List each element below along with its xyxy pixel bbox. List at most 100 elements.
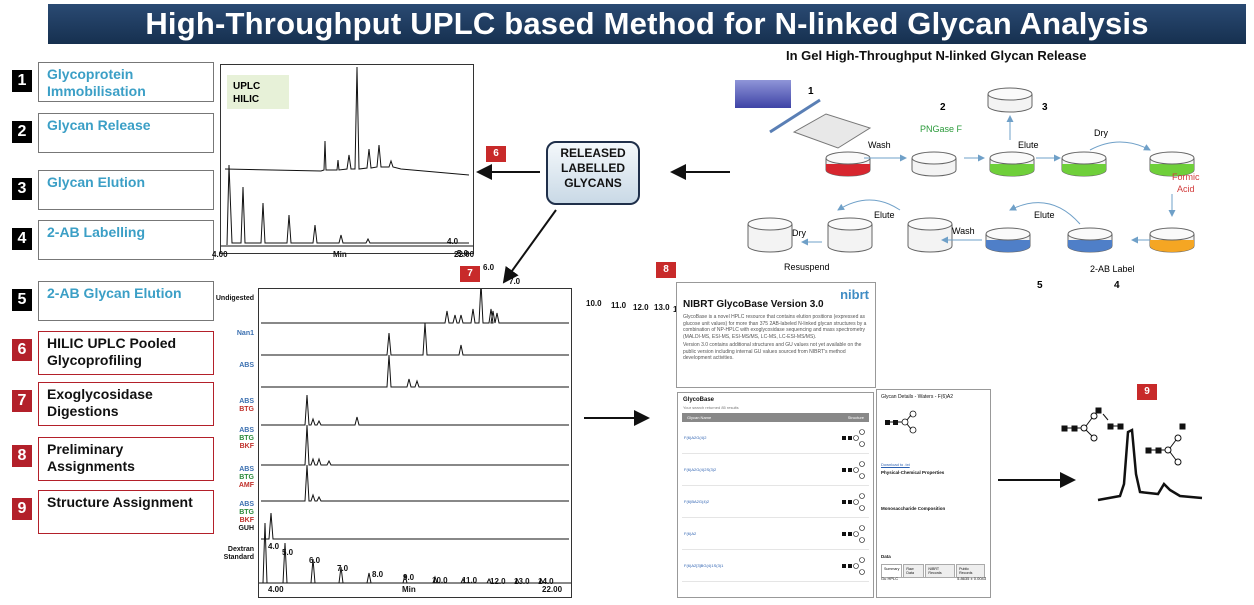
results-row[interactable]: F(6)A2G(4)2S(3)2 (682, 454, 869, 486)
results-row-name[interactable]: F(6)BA2G(4)2 (684, 499, 710, 504)
uplc-gu-label: 5.0 (457, 249, 469, 258)
glycobase-para2: Version 3.0 contains additional structur… (683, 342, 862, 361)
exo-row-label: Dextran (227, 546, 254, 553)
step-label-7: Exoglycosidase Digestions (38, 382, 214, 426)
exo-x-start: 4.00 (268, 585, 284, 594)
sample-dish (1067, 227, 1113, 253)
uplc-label-1: UPLC (233, 81, 260, 92)
details-footer-right: 5.8635 ± 0.0043 (957, 576, 986, 581)
exo-trace (261, 512, 569, 540)
sample-trace (224, 66, 470, 176)
nibrt-logo: nibrt (840, 287, 869, 302)
details-footer: Gu HPLC 5.8635 ± 0.0043 (881, 576, 986, 581)
exo-row-label: BKF (239, 443, 254, 450)
workflow-diagram: 1 2 3 4 5 Wash PNGase F Elute Dry Formic… (735, 80, 1200, 291)
structure-assignment-plot (1061, 407, 1203, 502)
details-footer-left: Gu HPLC (881, 576, 899, 581)
sample-dish (827, 217, 873, 253)
wf-arrow-h (1009, 202, 1081, 225)
step-label-8: Preliminary Assignments (38, 437, 214, 481)
exo-gu-label: 12.0 (490, 577, 506, 586)
step-number-2: 2 (12, 121, 32, 143)
sample-dish (1149, 227, 1195, 253)
glycobase-heading: NIBRT GlycoBase Version 3.0 (683, 299, 824, 310)
results-head-structure: Structure (847, 415, 864, 420)
step-label-5: 2-AB Glycan Elution (38, 281, 214, 321)
step-number-5: 5 (12, 289, 32, 311)
details-title: Glycan Details - Waters - F(6)A2 (881, 394, 954, 400)
page-title: High-Throughput UPLC based Method for N-… (48, 4, 1246, 44)
wf-elute-3: Elute (874, 210, 895, 220)
exo-gu-label: 9.0 (403, 573, 415, 582)
details-tab[interactable]: Summary (881, 564, 903, 577)
details-tab[interactable]: Raw Data (903, 564, 925, 577)
step-number-8: 8 (12, 445, 32, 467)
uplc-x-end: 22.00 (454, 250, 475, 259)
released-line-1: RELEASED (560, 146, 626, 160)
step-label-2: Glycan Release (38, 113, 214, 153)
well-plate (792, 113, 872, 149)
results-row[interactable]: F(6)A2[3]BG(4)1S(3)1 (682, 550, 869, 582)
results-row[interactable]: F(6)BA2G(4)2 (682, 486, 869, 518)
wf-arrow-e (1089, 141, 1151, 151)
step-number-9: 9 (12, 498, 32, 520)
results-row-name[interactable]: F(6)A2[3]BG(4)1S(3)1 (684, 563, 724, 568)
gel-arrow (769, 98, 821, 134)
results-header: Glycan Name Structure (682, 413, 869, 422)
exo-row-label: BTG (239, 509, 254, 516)
exo-row-label: ABS (239, 362, 254, 369)
title-text: High-Throughput UPLC based Method for N-… (145, 6, 1149, 41)
wf-resuspend: Resuspend (784, 262, 830, 272)
gel-image (735, 80, 791, 108)
step-number-3: 3 (12, 178, 32, 200)
results-title: GlycoBase (683, 397, 715, 403)
wf-formic-2: Acid (1177, 184, 1195, 194)
results-row[interactable]: F(6)A2 (682, 518, 869, 550)
glycan-structure-icon (842, 460, 865, 479)
exo-gu-label: 7.0 (337, 564, 349, 573)
step-label-6: HILIC UPLC Pooled Glycoprofiling (38, 331, 214, 375)
glycan-structure-1 (1061, 407, 1124, 442)
step-number-7: 7 (12, 390, 32, 412)
glycobase-info-panel: nibrt NIBRT GlycoBase Version 3.0 GlycoB… (676, 282, 876, 388)
uplc-hilic-panel: UPLC HILIC 4.05.06.07.08.09.010.011.012.… (220, 64, 689, 314)
results-row-name[interactable]: F(6)A2G(4)2 (684, 435, 707, 440)
results-row[interactable]: F(6)A2G(4)2 (682, 422, 869, 454)
badge-7: 7 (460, 266, 480, 282)
step-number-1: 1 (12, 70, 32, 92)
uplc-gu-label: 12.0 (633, 303, 649, 312)
results-row-name[interactable]: F(6)A2 (684, 531, 697, 536)
step-label-3: Glycan Elution (38, 170, 214, 210)
wf-step-4: 4 (1114, 280, 1120, 291)
badge-9: 9 (1137, 384, 1157, 400)
details-download-link[interactable]: Download to .txt (881, 462, 910, 467)
exo-gu-label: 5.0 (282, 548, 294, 557)
results-sub: Your search returned 85 results (683, 405, 739, 410)
details-tab[interactable]: Public Records (956, 564, 985, 577)
exo-row-label: Undigested (215, 295, 254, 302)
uplc-chromatogram: UPLC HILIC (221, 66, 473, 247)
wf-pngase: PNGase F (920, 124, 963, 134)
step-label-1: Glycoprotein Immobilisation (38, 62, 214, 102)
sample-dish (1149, 151, 1195, 177)
wf-elute-1: Elute (1018, 140, 1039, 150)
released-line-2: LABELLED (561, 161, 625, 175)
wf-arrow-j (837, 199, 901, 211)
exo-gu-label: 10.0 (432, 576, 448, 585)
details-tab[interactable]: NIBRT Records (925, 564, 956, 577)
step-label-4: 2-AB Labelling (38, 220, 214, 260)
wf-step-1: 1 (808, 86, 814, 97)
results-row-name[interactable]: F(6)A2G(4)2S(3)2 (684, 467, 717, 472)
uplc-gu-label: 6.0 (483, 263, 495, 272)
exo-gu-label: 14.0 (538, 577, 554, 586)
arrow-to-exo (502, 209, 557, 284)
glycobase-para1: GlycoBase is a novel HPLC resource that … (683, 314, 867, 340)
sample-dish (825, 151, 871, 177)
exo-row-label: BKF (239, 517, 254, 524)
step-number-6: 6 (12, 339, 32, 361)
glycan-structure-icon (842, 428, 865, 447)
glycan-details-panel: Glycan Details - Waters - F(6)A2 Downloa… (876, 389, 991, 598)
